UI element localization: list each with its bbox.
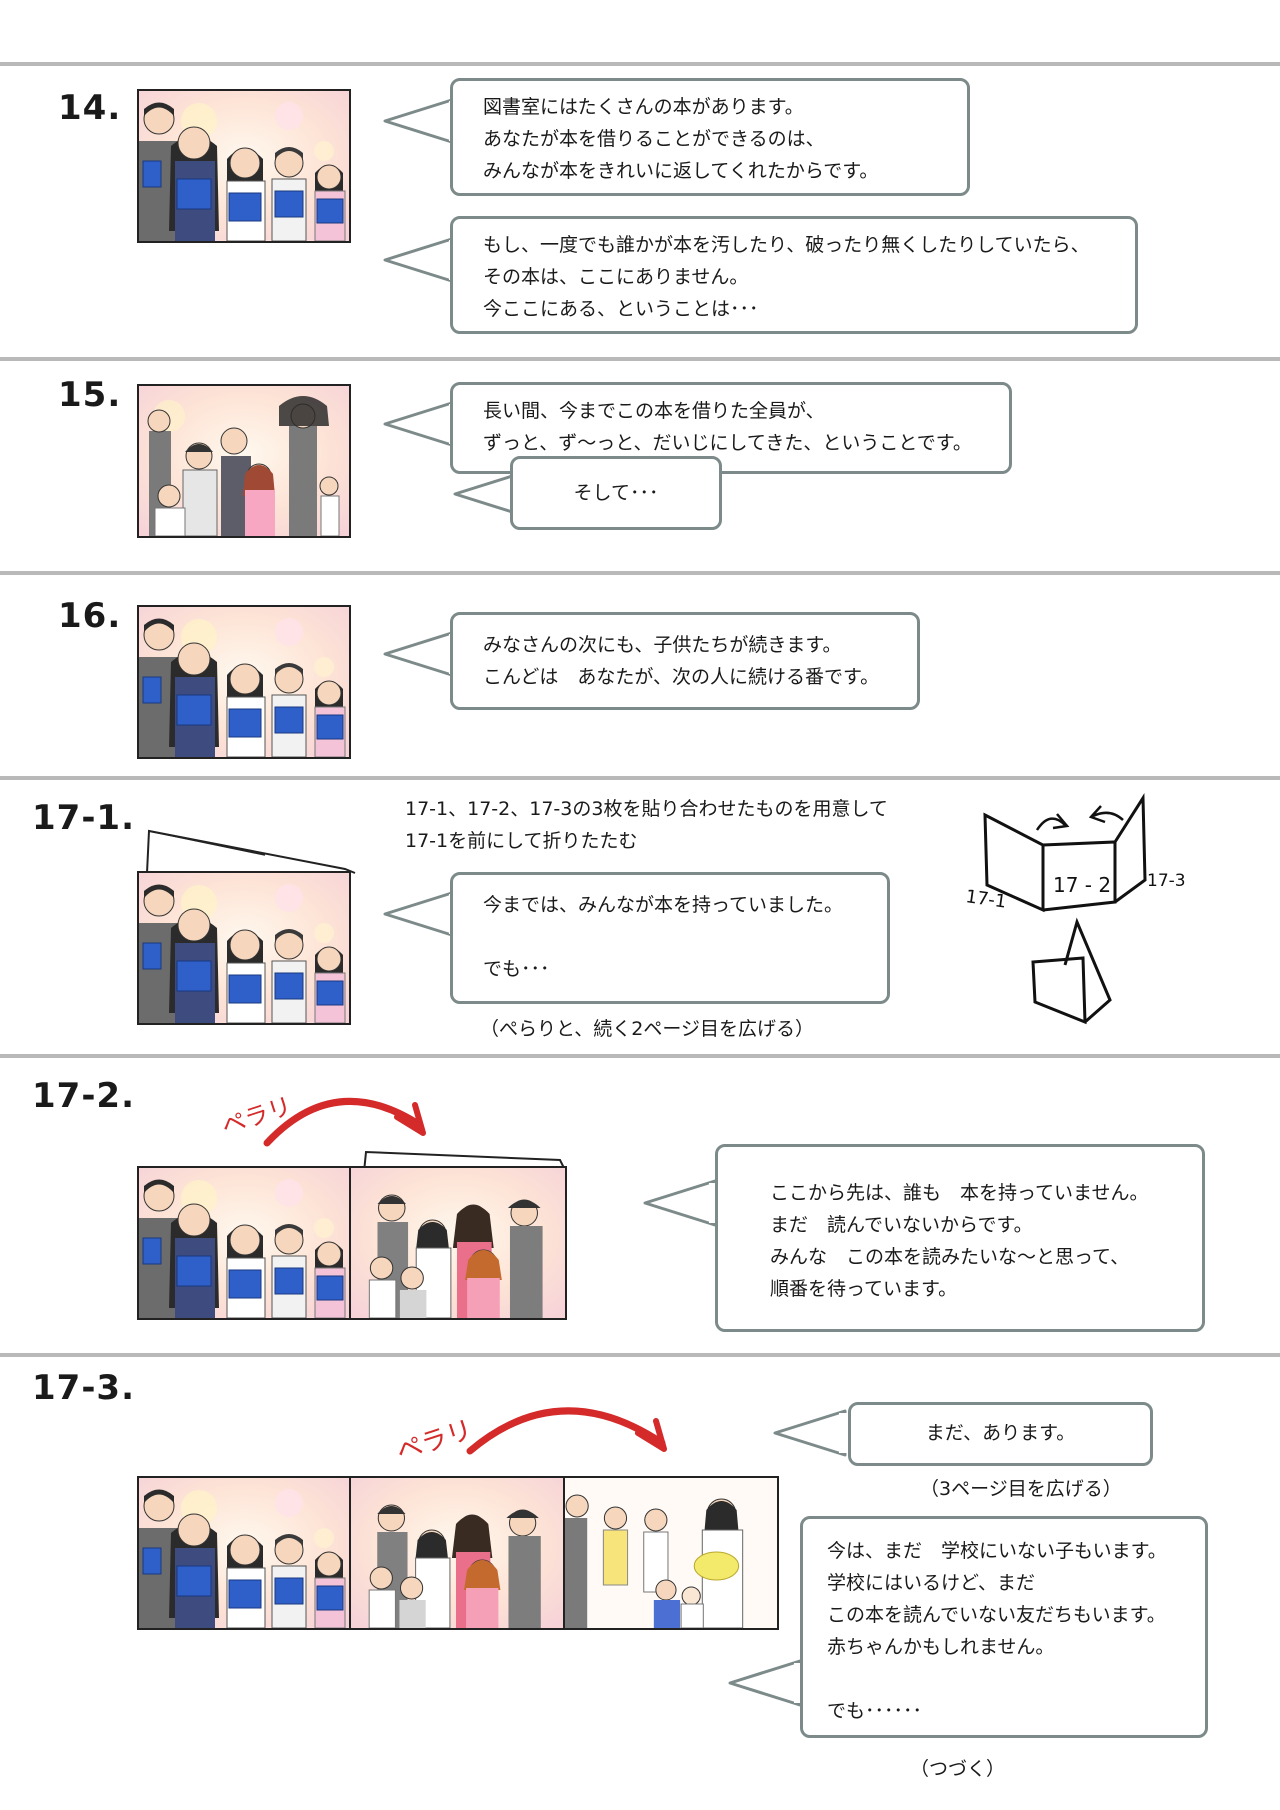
flip-arrow-icon: ペラリ: [393, 1407, 667, 1468]
flip-arrow-icon: ペラリ: [218, 1092, 426, 1147]
stage-direction: （3ページ目を広げる）: [920, 1478, 1122, 1500]
illustration-waiting-children: [349, 1166, 567, 1320]
bubble-line: でも･･･: [483, 958, 550, 980]
section-number: 17-3.: [32, 1368, 135, 1408]
illustration-students-with-books: [137, 89, 351, 243]
bubble-line: でも･･････: [827, 1700, 923, 1722]
illustration-generations-of-readers: [137, 384, 351, 538]
illustration-students-with-books: [137, 1166, 351, 1320]
bubble-line: みんなが本をきれいに返してくれたからです。: [483, 160, 879, 182]
sketch-label: 17 - 2: [1053, 873, 1111, 897]
bubble-line: そして･･･: [573, 482, 659, 504]
illustration-students-with-books: [137, 605, 351, 759]
speech-bubble-tail: [773, 1409, 853, 1457]
bubble-line: 図書室にはたくさんの本があります。: [483, 96, 804, 118]
section-number: 14.: [58, 88, 122, 128]
bubble-line: みんな この本を読みたいな～と思って、: [770, 1246, 1130, 1268]
speech-bubble: 図書室にはたくさんの本があります。 あなたが本を借りることができるのは、 みんな…: [450, 78, 970, 196]
bubble-line: 長い間、今までこの本を借りた全員が、: [483, 400, 825, 422]
illustration-students-with-books: [137, 1476, 351, 1630]
divider: [0, 776, 1280, 780]
bubble-line: 今までは、みんなが本を持っていました。: [483, 894, 844, 916]
flip-label: ペラリ: [218, 1092, 295, 1141]
bubble-line: 今ここにある、ということは･･･: [483, 298, 759, 320]
section-number: 17-2.: [32, 1076, 135, 1116]
bubble-line: みなさんの次にも、子供たちが続きます。: [483, 634, 842, 656]
section-number: 15.: [58, 375, 122, 415]
section-number: 16.: [58, 596, 122, 636]
divider: [0, 1353, 1280, 1357]
instruction-text: 17-1、17-2、17-3の3枚を貼り合わせたものを用意して: [405, 798, 888, 820]
illustration-waiting-children: [349, 1476, 565, 1630]
divider: [0, 1054, 1280, 1058]
sketch-label: 17-3: [1147, 871, 1186, 891]
bubble-line: [827, 1663, 1205, 1695]
speech-bubble: みなさんの次にも、子供たちが続きます。 こんどは あなたが、次の人に続ける番です…: [450, 612, 920, 710]
speech-bubble: 今までは、みんなが本を持っていました。 でも･･･: [450, 872, 890, 1004]
section-number: 17-1.: [32, 798, 135, 838]
divider: [0, 62, 1280, 66]
fold-sketch-icon: 17-1 17 - 2 17-3: [964, 793, 1186, 1025]
bubble-line: この本を読んでいない友だちもいます。: [827, 1604, 1166, 1626]
speech-bubble: まだ、あります。: [848, 1402, 1153, 1466]
speech-bubble: ここから先は、誰も 本を持っていません。 まだ 読んでいないからです。 みんな …: [715, 1144, 1205, 1332]
sketch-label: 17-1: [964, 886, 1007, 912]
bubble-line: 今は、まだ 学校にいない子もいます。: [827, 1540, 1167, 1562]
stage-direction: （ぺらりと、続く2ページ目を広げる）: [480, 1018, 814, 1040]
divider: [0, 357, 1280, 361]
divider: [0, 571, 1280, 575]
speech-bubble: 今は、まだ 学校にいない子もいます。 学校にはいるけど、まだ この本を読んでいな…: [800, 1516, 1208, 1738]
speech-bubble-tail: [643, 1179, 723, 1227]
illustration-future-readers: [563, 1476, 779, 1630]
bubble-line: こんどは あなたが、次の人に続ける番です。: [483, 666, 880, 688]
continued-footer: （つづく）: [910, 1758, 1006, 1780]
bubble-line: もし、一度でも誰かが本を汚したり、破ったり無くしたりしていたら、: [483, 234, 1090, 256]
illustration-students-with-books: [137, 871, 351, 1025]
speech-bubble: もし、一度でも誰かが本を汚したり、破ったり無くしたりしていたら、 その本は、ここ…: [450, 216, 1138, 334]
speech-bubble-tail: [728, 1659, 808, 1707]
bubble-line: その本は、ここにありません。: [483, 266, 749, 288]
speech-bubble: そして･･･: [510, 456, 722, 530]
flip-label: ペラリ: [393, 1415, 476, 1468]
folded-page-edge: [146, 829, 356, 874]
bubble-line: 順番を待っています。: [770, 1278, 958, 1300]
bubble-line: ずっと、ず～っと、だいじにしてきた、ということです。: [483, 432, 972, 454]
bubble-line: あなたが本を借りることができるのは、: [483, 128, 825, 150]
bubble-line: 学校にはいるけど、まだ: [827, 1572, 1036, 1594]
bubble-line: 赤ちゃんかもしれません。: [827, 1636, 1055, 1658]
bubble-line: ここから先は、誰も 本を持っていません。: [770, 1182, 1149, 1204]
folded-page-edge: [363, 1150, 565, 1173]
bubble-line: まだ 読んでいないからです。: [770, 1214, 1033, 1236]
bubble-line: まだ、あります。: [925, 1422, 1076, 1444]
instruction-text: 17-1を前にして折りたたむ: [405, 830, 638, 852]
bubble-line: [483, 921, 887, 953]
